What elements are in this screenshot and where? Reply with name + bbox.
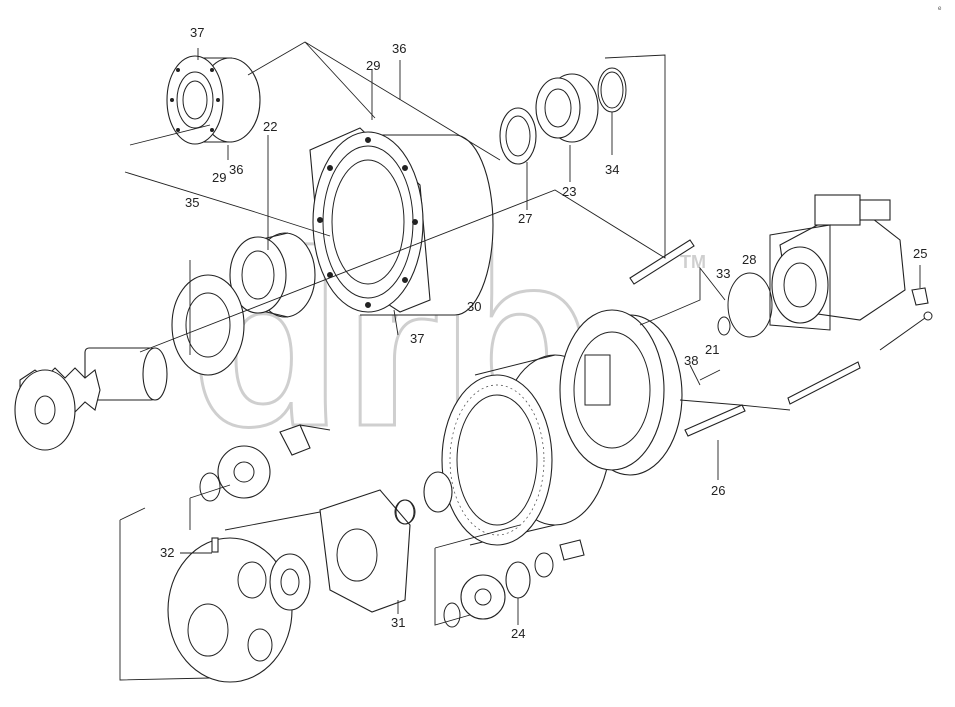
- callout-31: 31: [391, 615, 405, 630]
- pin-21: [629, 239, 695, 285]
- callout-29-left: 29: [212, 170, 226, 185]
- callout-28: 28: [742, 252, 756, 267]
- top-flange-drum: [166, 55, 261, 145]
- pin: [559, 539, 585, 561]
- bolt-25: [911, 287, 929, 306]
- callout-23: 23: [562, 184, 576, 199]
- motor-flange-plate: [559, 309, 683, 476]
- o-ring-28: [727, 272, 773, 338]
- callout-22: 22: [263, 119, 277, 134]
- watermark-tm: TM: [680, 252, 706, 272]
- pinion-shaft: [14, 347, 168, 451]
- callout-33: 33: [716, 266, 730, 281]
- o-ring-33: [717, 316, 731, 336]
- callout-35: 35: [185, 195, 199, 210]
- callout-26: 26: [711, 483, 725, 498]
- callout-24: 24: [511, 626, 525, 641]
- callout-29-top: 29: [366, 58, 380, 73]
- planet-gear-mid: [269, 553, 311, 611]
- needle-bearing-24: [505, 561, 531, 599]
- callout-37-top: 37: [190, 25, 204, 40]
- callout-38: 38: [684, 353, 698, 368]
- callout-36-left: 36: [229, 162, 243, 177]
- callout-25: 25: [913, 246, 927, 261]
- leader-lines: [119, 41, 921, 681]
- planet-carrier-upper: [319, 489, 416, 613]
- hydraulic-motor: [769, 194, 906, 331]
- corner-mark: ᵉ: [938, 4, 942, 14]
- planet-gear-lower: [443, 574, 506, 628]
- callout-21: 21: [705, 342, 719, 357]
- rod: [787, 361, 861, 405]
- washer: [534, 552, 554, 578]
- callout-36-top: 36: [392, 41, 406, 56]
- callouts: 37 36 29 22 29 36 35 27 23 34 30 37 25 2…: [160, 25, 927, 641]
- callout-27: 27: [518, 211, 532, 226]
- sun-gear: [395, 471, 453, 525]
- dipstick: [879, 311, 933, 351]
- callout-30: 30: [467, 299, 481, 314]
- bearing-23: [535, 73, 599, 143]
- ring-27: [499, 107, 537, 165]
- shaft-26: [684, 404, 746, 437]
- main-housing: [309, 127, 494, 316]
- callout-34: 34: [605, 162, 619, 177]
- planet-gear-upper: [199, 424, 311, 502]
- bearing-22: [229, 232, 316, 318]
- planet-carrier-lower: [167, 537, 293, 683]
- snap-ring-34: [597, 67, 627, 113]
- callout-32: 32: [160, 545, 174, 560]
- callout-37-mid: 37: [410, 331, 424, 346]
